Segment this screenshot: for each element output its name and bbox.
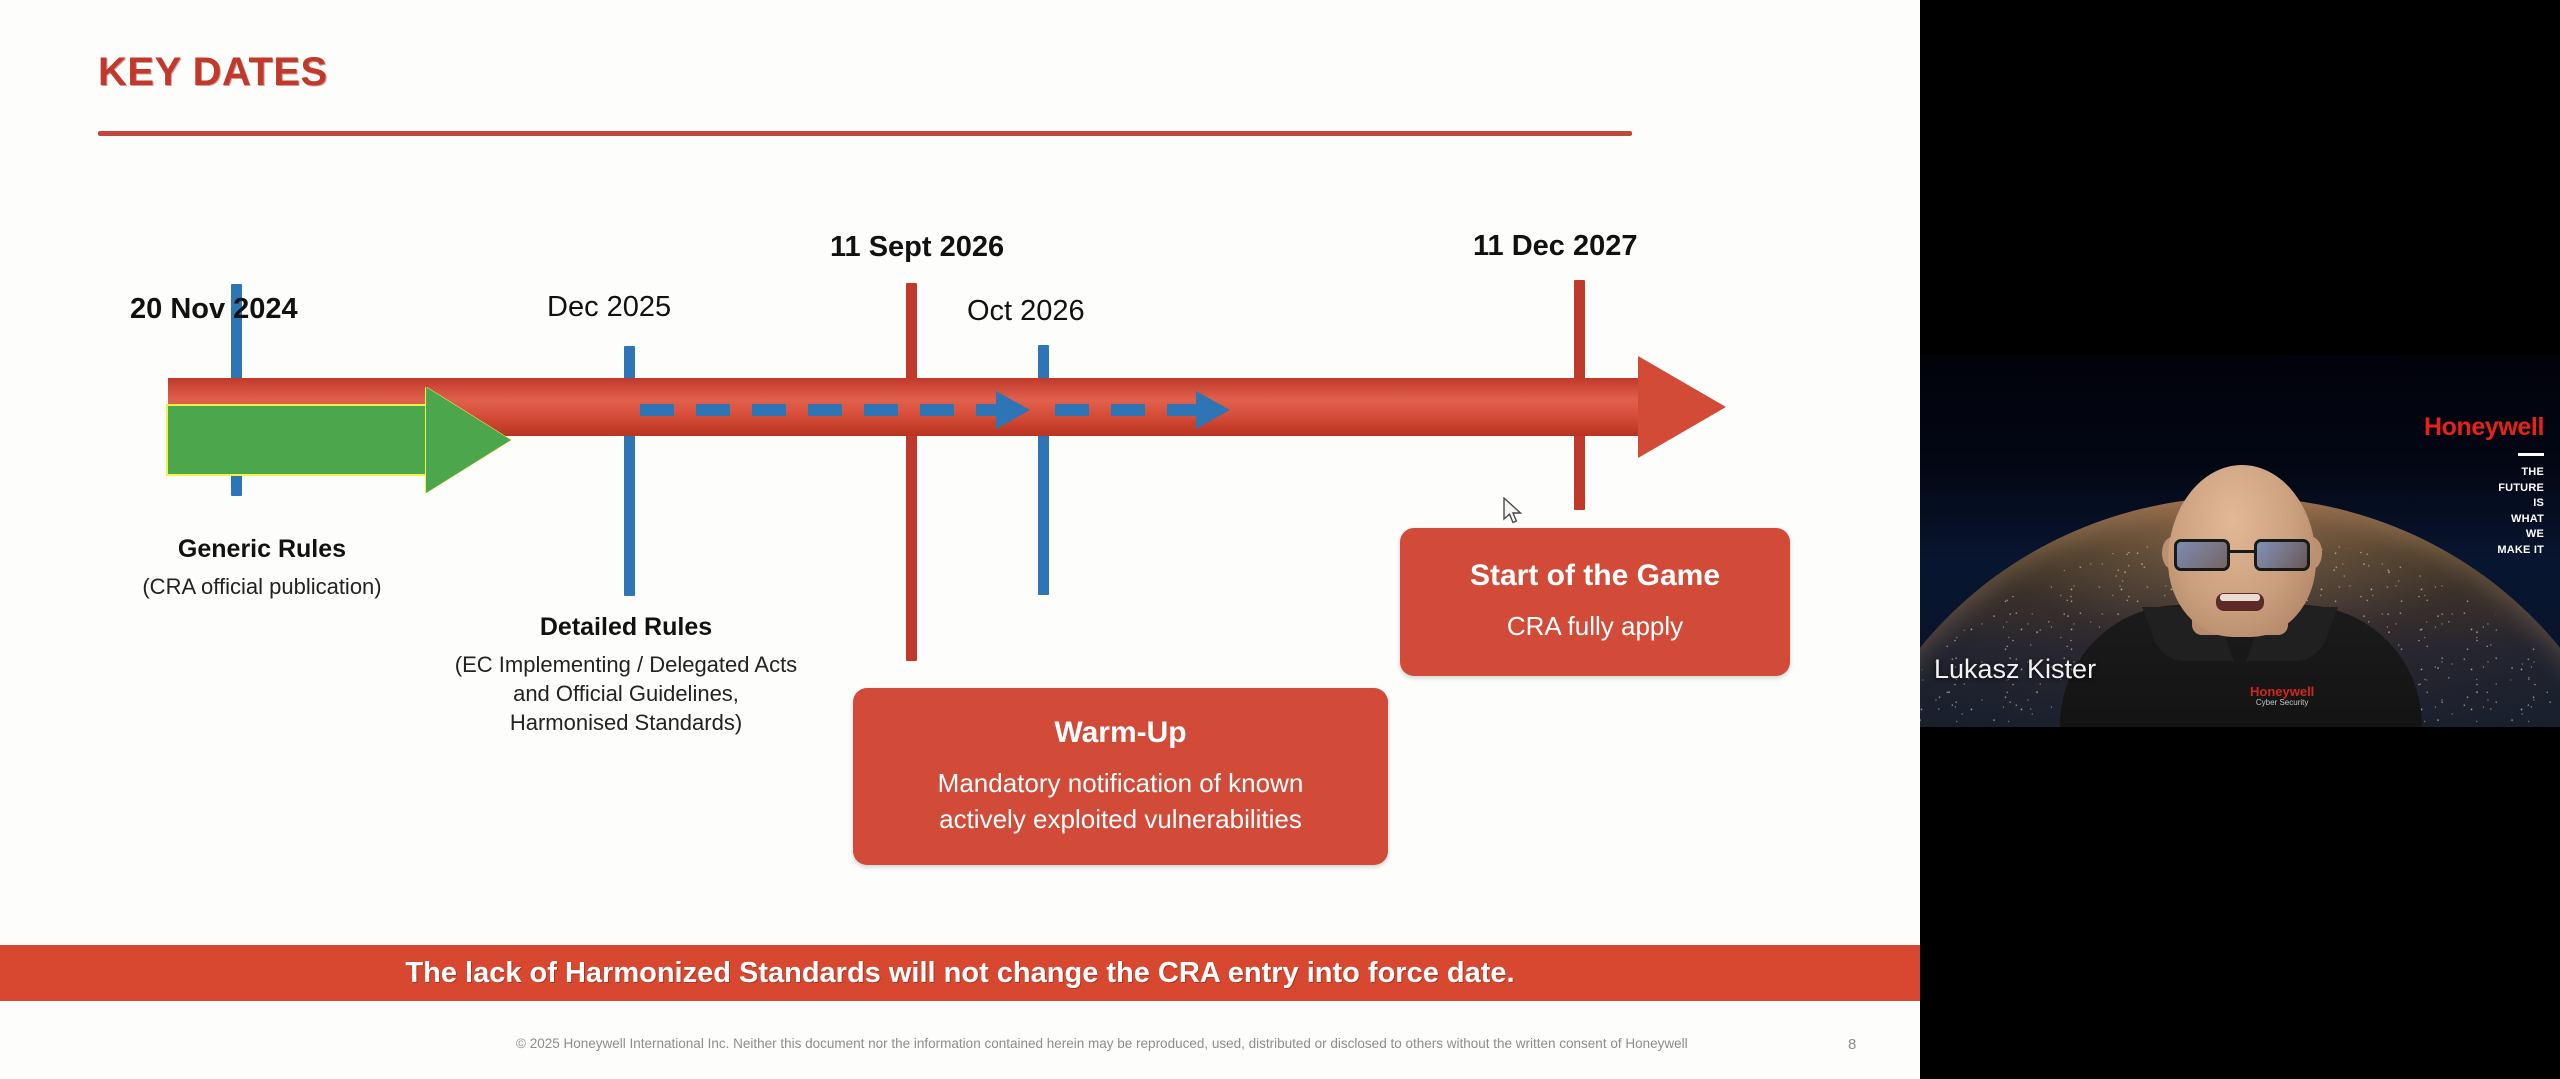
participant-name-label: Lukasz Kister xyxy=(1934,654,2097,684)
dashed-arrow-head-icon xyxy=(996,391,1030,429)
brand-tagline: THE FUTURE IS WHAT WE MAKE IT xyxy=(2424,465,2544,559)
timeline-arrow-head xyxy=(1638,356,1726,458)
shirt-logo-text: Honeywell xyxy=(2250,684,2315,699)
brand-tagline-line-2: FUTURE xyxy=(2498,481,2544,494)
brand-tagline-line-3: IS xyxy=(2533,497,2544,510)
caption-title: Generic Rules xyxy=(177,535,347,563)
callout-title: Warm-Up xyxy=(1054,715,1187,749)
timeline-marker-oct-2026 xyxy=(1038,345,1049,595)
date-label-11-dec-2027: 11 Dec 2027 xyxy=(1473,230,1638,262)
callout-title: Start of the Game xyxy=(1469,559,1721,593)
caption-generic-rules: Generic Rules (CRA official publication) xyxy=(56,535,468,601)
green-arrow-body xyxy=(166,404,431,476)
date-label-11-sept-2026: 11 Sept 2026 xyxy=(830,231,1005,263)
dashed-arrow-head-icon xyxy=(1196,391,1230,429)
shirt-logo-subtext: Cyber Security xyxy=(2255,697,2309,707)
caption-subtitle-line-1: (EC Implementing / Delegated Acts xyxy=(454,652,798,677)
brand-tagline-line-5: WE xyxy=(2525,528,2544,541)
timeline-marker-11-sept-2026 xyxy=(906,283,917,661)
caption-subtitle: (CRA official publication) xyxy=(142,574,382,599)
video-panel[interactable]: Honeywell Cyber Security Honeywell THE F… xyxy=(1920,0,2560,1079)
footer-copyright: © 2025 Honeywell International Inc. Neit… xyxy=(516,1036,1688,1051)
green-arrow-head xyxy=(426,387,511,493)
glasses-lens-right xyxy=(2254,539,2310,571)
bottom-banner-text: The lack of Harmonized Standards will no… xyxy=(405,956,1515,989)
brand-tagline-line-4: WHAT xyxy=(2511,512,2544,525)
green-phase-arrow xyxy=(166,387,511,493)
shirt-logo: Honeywell Cyber Security xyxy=(2250,685,2314,707)
video-feed[interactable]: Honeywell Cyber Security Honeywell THE F… xyxy=(1920,355,2560,727)
caption-title: Detailed Rules xyxy=(539,613,713,641)
dashed-arrow-first xyxy=(640,391,1030,429)
honeywell-brand-overlay: Honeywell THE FUTURE IS WHAT WE MAKE IT xyxy=(2424,413,2544,559)
glasses-lens-left xyxy=(2174,539,2230,571)
footer-page-number: 8 xyxy=(1848,1036,1857,1053)
caption-detailed-rules: Detailed Rules (EC Implementing / Delega… xyxy=(396,613,856,737)
bottom-banner: The lack of Harmonized Standards will no… xyxy=(0,945,1920,1001)
dashed-arrow-second xyxy=(1055,391,1230,429)
dashed-arrow-line xyxy=(1055,404,1204,416)
mouse-cursor-icon xyxy=(1503,497,1523,524)
presentation-slide: KEY DATES 20 Nov 2024 Dec 2025 1 xyxy=(0,0,1920,1079)
title-divider xyxy=(98,131,1632,136)
timeline-marker-dec-2025 xyxy=(624,346,635,596)
honeywell-wordmark: Honeywell xyxy=(2423,413,2544,441)
page-title: KEY DATES xyxy=(98,50,328,94)
callout-body-line-1: CRA fully apply xyxy=(1506,611,1684,642)
caption-subtitle-line-2: and Official Guidelines, xyxy=(513,681,739,707)
callout-body-line-1: Mandatory notification of known xyxy=(937,767,1304,798)
date-label-dec-2025: Dec 2025 xyxy=(547,291,672,323)
date-label-oct-2026: Oct 2026 xyxy=(967,295,1085,327)
glasses-bridge xyxy=(2230,550,2256,553)
participant-video-image: Honeywell Cyber Security xyxy=(1920,355,2560,727)
callout-body-line-2: actively exploited vulnerabilities xyxy=(939,803,1302,834)
glasses-icon xyxy=(2172,539,2314,573)
brand-tagline-line-6: MAKE IT xyxy=(2497,544,2544,557)
dashed-arrow-line xyxy=(640,404,1004,416)
caption-subtitle-line-3: Harmonised Standards) xyxy=(509,710,743,736)
brand-divider xyxy=(2518,453,2544,456)
callout-warm-up: Warm-Up Mandatory notification of known … xyxy=(853,688,1388,865)
callout-start-of-the-game: Start of the Game CRA fully apply xyxy=(1400,528,1790,676)
brand-tagline-line-1: THE xyxy=(2521,466,2544,478)
participant-teeth xyxy=(2220,594,2260,601)
date-label-20-nov-2024: 20 Nov 2024 xyxy=(130,293,298,325)
